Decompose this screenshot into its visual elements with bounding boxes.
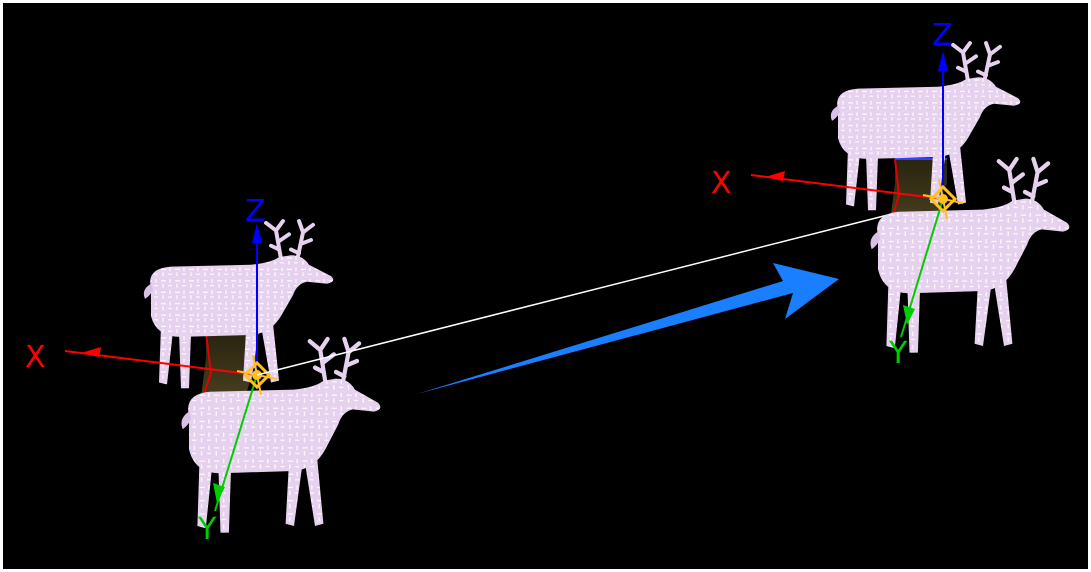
y-axis-label: Y bbox=[197, 512, 217, 547]
x-axis-label: X bbox=[25, 340, 46, 375]
arrow-right-icon bbox=[417, 263, 839, 394]
z-axis-label: Z bbox=[932, 18, 953, 53]
z-axis-label: Z bbox=[245, 194, 266, 229]
3d-viewport[interactable]: Z X Y Z X Y bbox=[3, 3, 1088, 569]
connector-line bbox=[257, 201, 943, 375]
left-assembly[interactable]: Z X Y bbox=[25, 194, 380, 547]
right-assembly[interactable]: Z X Y bbox=[711, 18, 1069, 371]
y-axis-label: Y bbox=[888, 336, 908, 371]
x-axis-arrow-icon bbox=[81, 347, 101, 357]
x-axis-arrow-icon bbox=[765, 171, 785, 181]
z-axis-arrow-icon bbox=[938, 51, 948, 71]
scene-canvas[interactable]: Z X Y Z X Y bbox=[3, 3, 1088, 569]
x-axis-label: X bbox=[711, 166, 732, 201]
